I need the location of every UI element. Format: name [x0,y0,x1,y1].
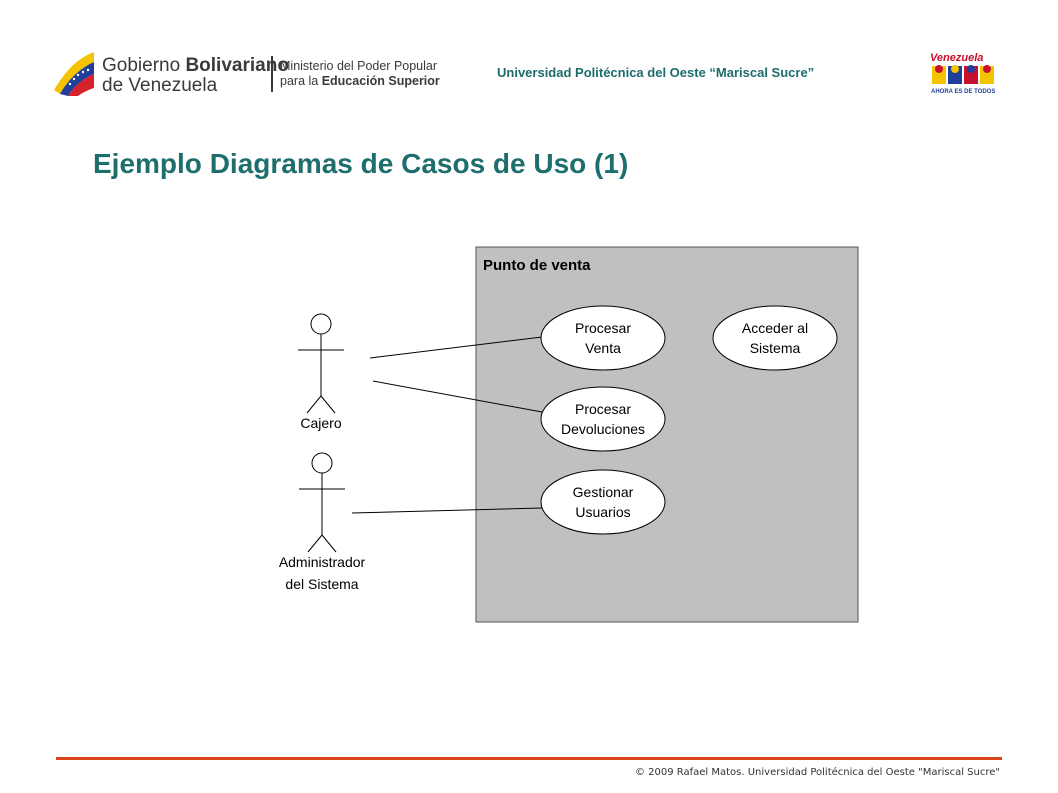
actor-label: Cajero [300,415,341,431]
use-case-label-line-2: Usuarios [575,504,630,520]
header: Gobierno Bolivariano de Venezuela Minist… [0,0,1058,120]
logo-tagline: AHORA ES DE TODOS [931,89,995,95]
association-admin-gestionar-usuarios [351,507,543,514]
actor-head [311,452,333,474]
university-name: Universidad Politécnica del Oeste “Maris… [497,65,815,80]
ministry-name: Ministerio del Poder Popular para la Edu… [280,59,440,88]
logo-word: Venezuela [930,52,983,64]
use-case-label-line-1: Procesar [575,401,631,417]
actor-administrador[interactable]: Administrador del Sistema [279,452,366,592]
footer-divider [56,757,1002,760]
system-boundary [475,246,859,623]
use-case-label-line-2: Venta [585,340,621,356]
use-case-procesar-devoluciones[interactable]: Procesar Devoluciones [540,386,666,452]
actor-cajero[interactable]: Cajero [298,313,344,431]
actor-label-line-2: del Sistema [285,576,358,592]
use-case-procesar-venta[interactable]: Procesar Venta [540,305,666,371]
use-case-gestionar-usuarios[interactable]: Gestionar Usuarios [540,469,666,535]
use-case-label-line-1: Acceder al [742,320,808,336]
system-label: Punto de venta [483,257,591,274]
logo-separator [271,56,273,92]
association-cajero-procesar-devoluciones [372,380,543,413]
slide-title: Ejemplo Diagramas de Casos de Uso (1) [93,148,629,179]
gobierno-bolivariano-logo: Gobierno Bolivariano de Venezuela Minist… [52,50,442,100]
venezuela-flag-icon [54,52,94,96]
footer-copyright: © 2009 Rafael Matos. Universidad Politéc… [634,767,1000,778]
use-case-label-line-1: Procesar [575,320,631,336]
venezuela-ahora-es-de-todos-logo: Venezuela AHORA ES DE TODOS [930,52,995,95]
gobierno-name: Gobierno Bolivariano de Venezuela [102,55,289,96]
use-case-label-line-2: Sistema [750,340,801,356]
actor-label-line-1: Administrador [279,554,366,570]
use-case-label-line-2: Devoluciones [561,421,645,437]
association-cajero-procesar-venta [369,336,543,359]
use-case-acceder-al-sistema[interactable]: Acceder al Sistema [712,305,838,371]
use-case-label-line-1: Gestionar [573,484,634,500]
actor-head [310,313,332,335]
